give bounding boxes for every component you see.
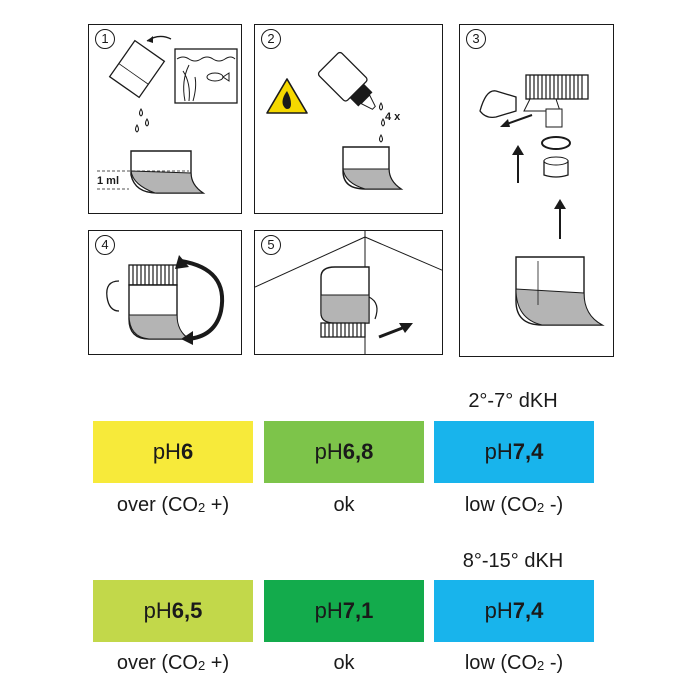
ph-value: 7,1 — [342, 598, 374, 623]
step-5-illustration — [255, 231, 442, 354]
step-3-panel: 3 — [459, 24, 614, 357]
swatch-caption: ok — [333, 494, 355, 516]
ph-value: 6,5 — [171, 598, 203, 623]
step-number: 1 — [95, 29, 115, 49]
step-2-illustration — [266, 51, 404, 190]
ph-prefix: pH — [143, 598, 172, 623]
step-4-illustration — [106, 255, 225, 345]
step-4-panel: 4 — [88, 230, 242, 355]
ph-value: 6,8 — [342, 439, 374, 464]
ph-value: 7,4 — [512, 439, 544, 464]
attach-arrow-icon — [378, 325, 406, 339]
swatch-caption: ok — [333, 652, 355, 674]
insert-icon — [543, 160, 569, 178]
step-number: 3 — [466, 29, 486, 49]
step-3-illustration — [479, 74, 605, 326]
ph-prefix: pH — [484, 598, 513, 623]
step-number: 4 — [95, 235, 115, 255]
ph-value: 6 — [180, 439, 194, 464]
ph-prefix: pH — [314, 598, 343, 623]
drop-count-label: 4 x — [385, 111, 401, 123]
suction-cup-icon — [368, 296, 378, 320]
dkh-range-label: 2°-7° dKH — [468, 390, 558, 412]
step-2-panel: 2 4 x — [254, 24, 443, 214]
suction-cup-icon — [479, 90, 517, 119]
swatch-caption: low (CO2 -) — [464, 652, 564, 674]
reagent-bottle-icon — [317, 51, 376, 110]
rotate-arrow-icon — [180, 259, 225, 341]
swatch-caption: low (CO2 -) — [464, 494, 564, 516]
step-1-panel: 1 1 ml — [88, 24, 242, 214]
ph-prefix: pH — [484, 439, 513, 464]
beaker-icon — [108, 39, 166, 99]
dkh-range-label: 8°-15° dKH — [462, 550, 564, 572]
step-number: 2 — [261, 29, 281, 49]
swatch-caption: over (CO2 +) — [116, 652, 230, 674]
step-number: 5 — [261, 235, 281, 255]
ph-prefix: pH — [152, 439, 181, 464]
fish-icon — [206, 72, 224, 82]
step-1-illustration — [97, 35, 238, 194]
swatch-caption: over (CO2 +) — [116, 494, 230, 516]
seal-ring-icon — [541, 136, 571, 150]
ph-value: 7,4 — [512, 598, 544, 623]
ph-prefix: pH — [314, 439, 343, 464]
volume-label: 1 ml — [97, 175, 120, 187]
step-5-panel: 5 — [254, 230, 443, 355]
holder-icon — [523, 74, 589, 128]
